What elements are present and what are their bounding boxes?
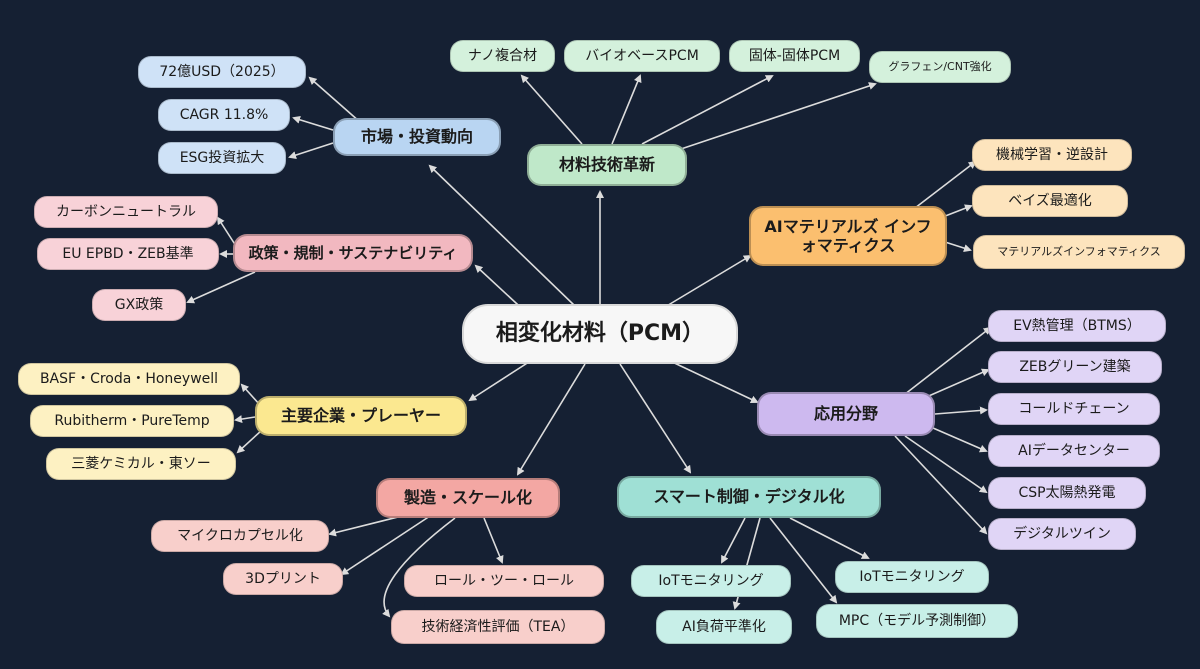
edge-center-smart [619, 363, 692, 474]
leaf-market-1[interactable]: 72億USD（2025） [138, 56, 306, 88]
edge-materials-2 [611, 74, 642, 145]
leaf-applications-5[interactable]: CSP太陽熱発電 [988, 477, 1146, 509]
edge-app-6 [894, 435, 988, 535]
hub-companies[interactable]: 主要企業・プレーヤー [255, 396, 467, 436]
leaf-companies-2[interactable]: Rubitherm・PureTemp [30, 405, 234, 437]
leaf-policy-3[interactable]: GX政策 [92, 289, 186, 321]
leaf-ai-3[interactable]: マテリアルズインフォマティクス [973, 235, 1185, 269]
leaf-smart-3[interactable]: IoTモニタリング [835, 561, 989, 593]
leaf-manufacturing-2[interactable]: 3Dプリント [223, 563, 343, 595]
leaf-companies-1[interactable]: BASF・Croda・Honeywell [18, 363, 240, 395]
hub-smart[interactable]: スマート制御・デジタル化 [617, 476, 881, 518]
edge-manufacturing-2 [340, 515, 431, 576]
edge-smart-1 [721, 517, 746, 564]
edge-policy-3 [186, 271, 256, 304]
edge-manufacturing-3 [483, 517, 504, 564]
edge-market-1 [308, 76, 361, 123]
edge-materials-3 [641, 75, 774, 145]
hub-applications[interactable]: 応用分野 [757, 392, 935, 436]
edge-companies-3 [236, 429, 263, 454]
hub-market[interactable]: 市場・投資動向 [333, 118, 501, 156]
leaf-materials-2[interactable]: バイオベースPCM [564, 40, 720, 72]
edge-app-1 [899, 326, 992, 399]
leaf-applications-2[interactable]: ZEBグリーン建築 [988, 351, 1162, 383]
edge-center-applications [667, 359, 759, 404]
leaf-smart-2[interactable]: AI負荷平準化 [656, 610, 792, 644]
leaf-policy-2[interactable]: EU EPBD・ZEB基準 [37, 238, 219, 270]
edge-smart-3 [789, 517, 870, 559]
edge-materials-4 [677, 82, 877, 151]
edge-app-5 [904, 435, 988, 494]
edge-smart-4 [769, 517, 838, 604]
leaf-smart-1[interactable]: IoTモニタリング [631, 565, 791, 597]
leaf-manufacturing-3[interactable]: ロール・ツー・ロール [404, 565, 604, 597]
edge-policy-1 [216, 216, 237, 247]
leaf-ai-1[interactable]: 機械学習・逆設計 [972, 139, 1132, 171]
edge-app-3 [934, 406, 988, 415]
leaf-materials-3[interactable]: 固体-固体PCM [729, 40, 860, 72]
edge-app-4 [932, 427, 988, 453]
leaf-applications-6[interactable]: デジタルツイン [988, 518, 1136, 550]
leaf-manufacturing-4[interactable]: 技術経済性評価（TEA） [391, 610, 605, 644]
edge-companies-2 [234, 415, 256, 424]
edge-center-manufacturing [516, 363, 586, 476]
edge-market-2 [292, 115, 334, 131]
edge-ai-3 [944, 241, 972, 252]
edge-market-3 [288, 142, 334, 159]
leaf-applications-1[interactable]: EV熱管理（BTMS） [988, 310, 1166, 342]
hub-ai[interactable]: AIマテリアルズ インフォマティクス [749, 206, 947, 266]
leaf-materials-1[interactable]: ナノ複合材 [450, 40, 555, 72]
leaf-applications-3[interactable]: コールドチェーン [988, 393, 1160, 425]
leaf-market-3[interactable]: ESG投資拡大 [158, 142, 286, 174]
leaf-materials-4[interactable]: グラフェン/CNT強化 [869, 51, 1011, 83]
leaf-smart-4[interactable]: MPC（モデル予測制御） [816, 604, 1018, 638]
center-node[interactable]: 相変化材料（PCM） [462, 304, 738, 364]
hub-policy[interactable]: 政策・規制・サステナビリティ [233, 234, 473, 272]
leaf-companies-3[interactable]: 三菱ケミカル・東ソー [46, 448, 236, 480]
hub-manufacturing[interactable]: 製造・スケール化 [376, 478, 560, 518]
leaf-ai-2[interactable]: ベイズ最適化 [972, 185, 1128, 217]
edge-manufacturing-4 [382, 517, 456, 618]
leaf-market-2[interactable]: CAGR 11.8% [158, 99, 290, 131]
leaf-policy-1[interactable]: カーボンニュートラル [34, 196, 218, 228]
edge-center-ai [659, 254, 752, 311]
leaf-applications-4[interactable]: AIデータセンター [988, 435, 1160, 467]
hub-materials[interactable]: 材料技術革新 [527, 144, 687, 186]
edge-center-market [428, 164, 576, 307]
leaf-manufacturing-1[interactable]: マイクロカプセル化 [151, 520, 329, 552]
edge-materials-1 [520, 74, 583, 145]
edge-center-companies [468, 359, 533, 402]
edge-ai-1 [914, 160, 977, 209]
